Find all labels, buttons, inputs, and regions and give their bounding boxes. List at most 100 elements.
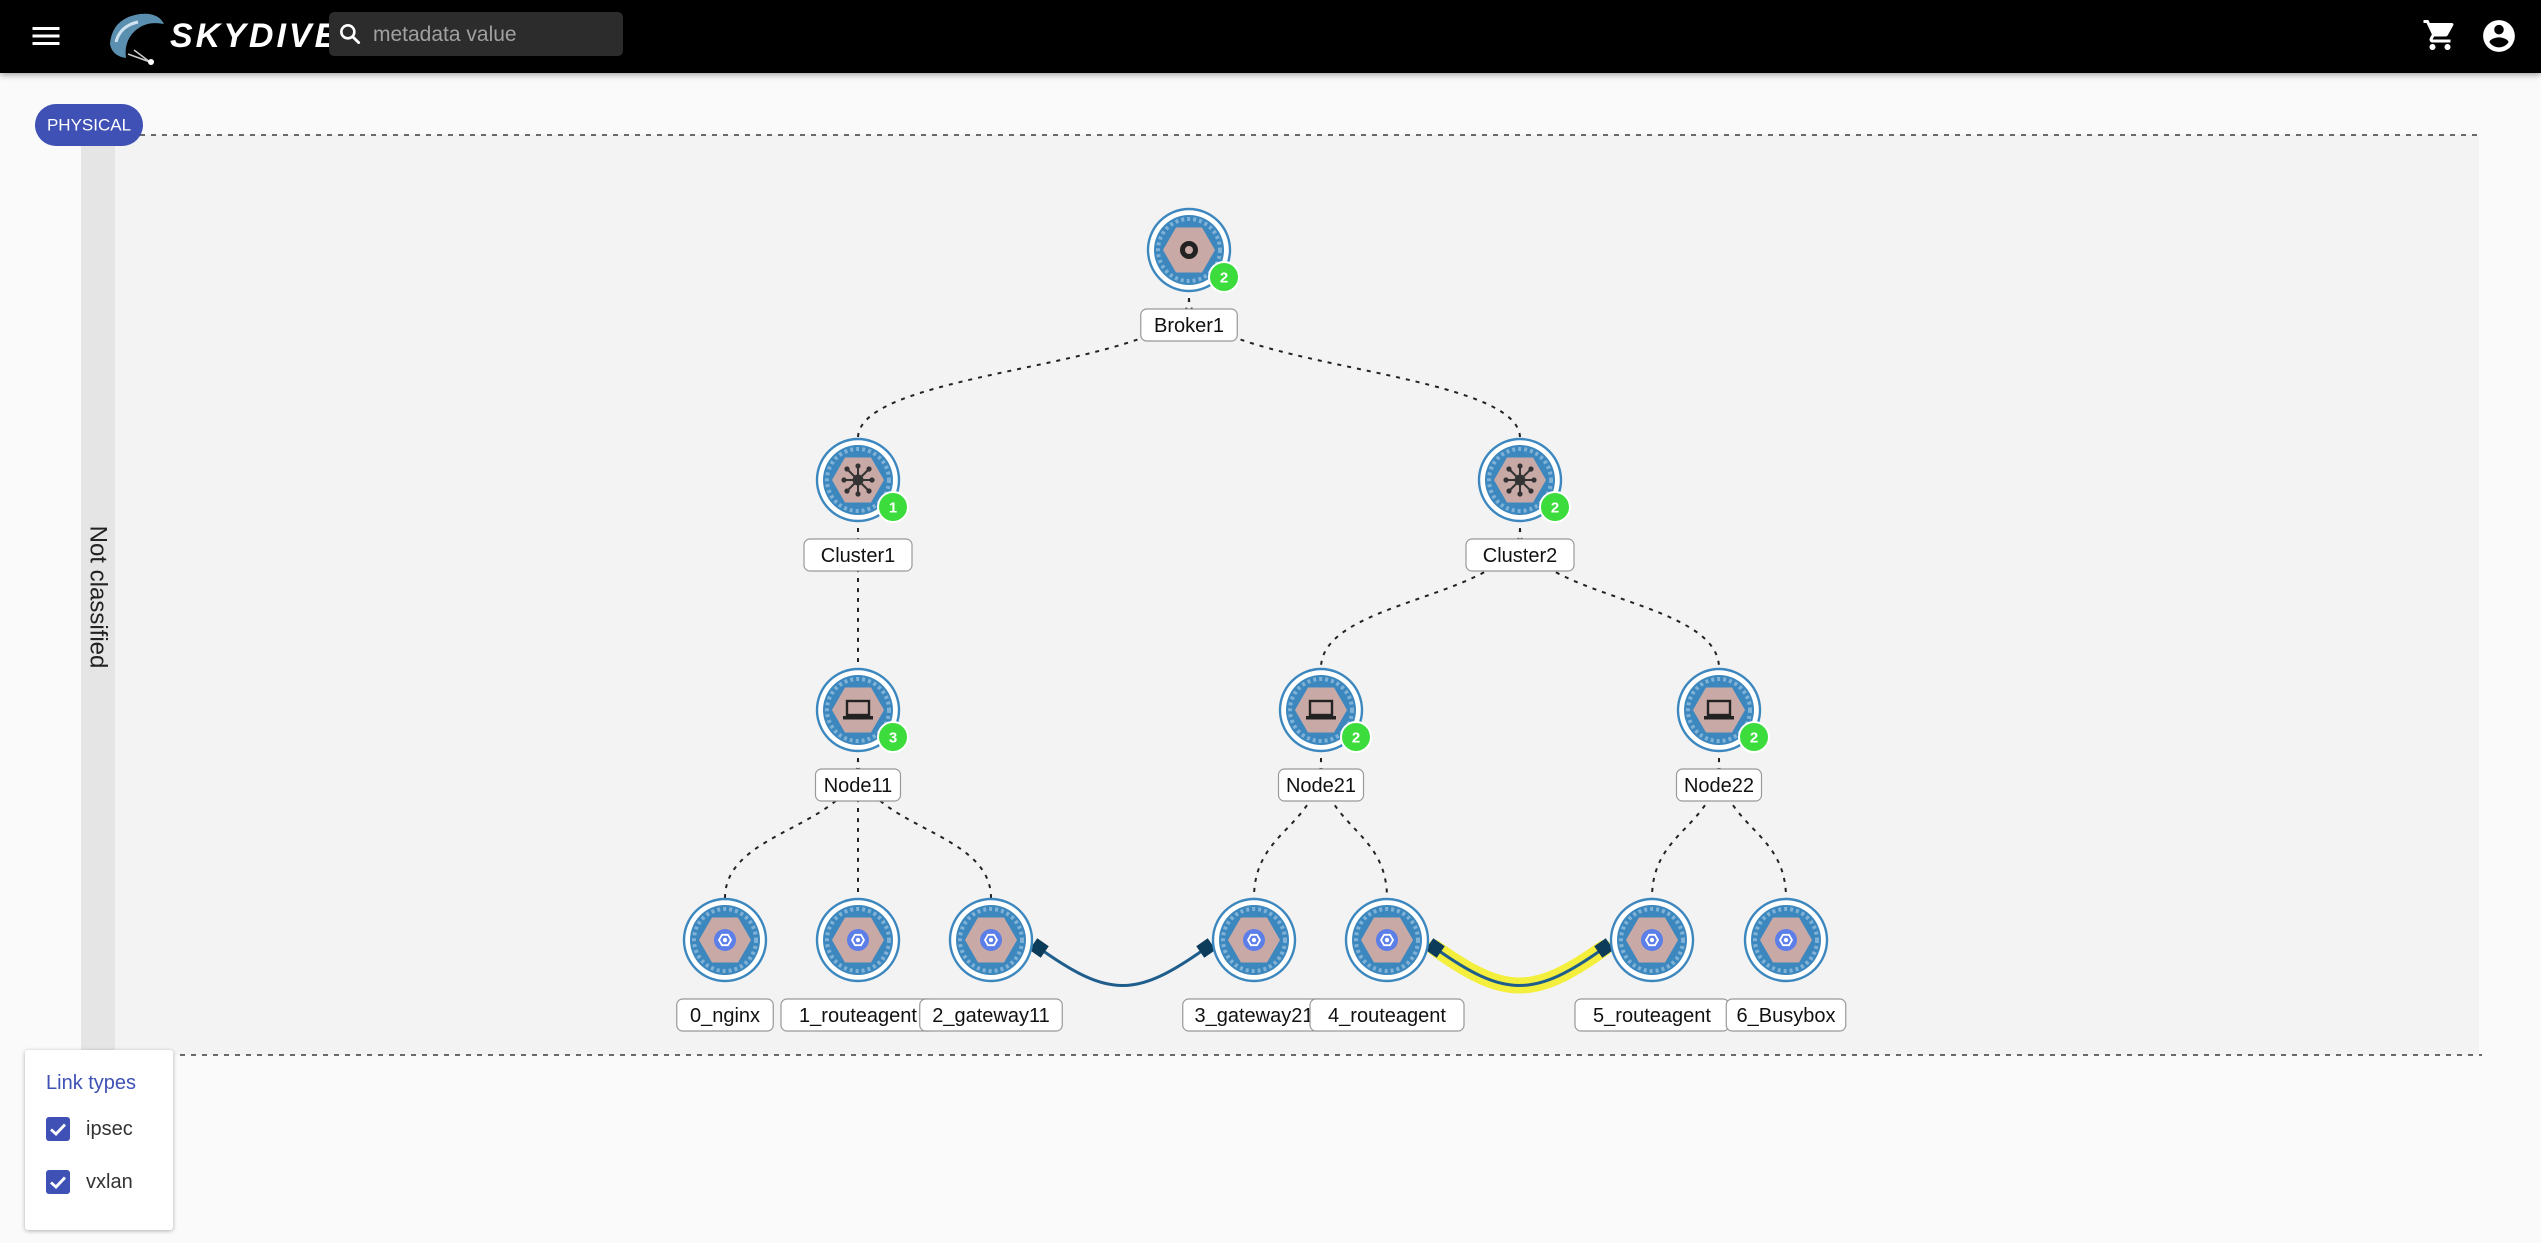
node-dotted-ring — [692, 907, 758, 973]
laptop-icon — [1306, 699, 1336, 720]
node-label: Cluster1 — [821, 545, 895, 567]
pod-icon — [1376, 929, 1398, 951]
ipsec-checkbox[interactable] — [46, 1117, 70, 1141]
tunnel-link-ipsec[interactable] — [1029, 938, 1216, 987]
vxlan-label: vxlan — [86, 1171, 133, 1193]
node-dotted-ring — [1354, 907, 1420, 973]
node-hexagon — [832, 687, 884, 733]
node-badge: 2 — [1539, 491, 1571, 523]
node-badge: 1 — [877, 491, 909, 523]
app-name: SKYDIVE — [170, 17, 341, 55]
node-dotted-ring — [1686, 677, 1752, 743]
pod-icon — [1775, 929, 1797, 951]
top-app-bar: SKYDIVE — [0, 0, 2541, 73]
node-label-box: 6_Busybox — [1725, 998, 1847, 1032]
badge-count: 3 — [889, 730, 897, 747]
disc-icon — [1180, 241, 1198, 259]
node-hexagon — [1295, 687, 1347, 733]
skydive-logo-icon[interactable] — [104, 4, 304, 68]
tunnel-endpoint — [1594, 938, 1614, 958]
physical-layer-area — [115, 135, 2479, 1055]
tunnel-endpoint — [1029, 938, 1049, 958]
node-label: Node22 — [1684, 775, 1754, 797]
node-badge: 2 — [1208, 261, 1240, 293]
badge-count: 2 — [1220, 270, 1228, 287]
graph-nodes[interactable]: 2Broker11Cluster12Cluster23Node112Node21… — [676, 207, 1847, 1032]
graph-node-p2[interactable]: 2_gateway11 — [919, 897, 1063, 1032]
search-icon — [340, 24, 361, 45]
node-dotted-ring — [1487, 447, 1553, 513]
cart-icon[interactable] — [2422, 17, 2458, 53]
tunnel-links[interactable] — [1029, 938, 1614, 994]
badge-count: 2 — [1551, 500, 1559, 517]
pod-icon — [847, 929, 869, 951]
network-hub-icon — [1503, 463, 1537, 497]
tunnel-path — [1038, 946, 1207, 987]
layer-label: PHYSICAL — [47, 116, 131, 135]
pod-icon — [980, 929, 1002, 951]
ownership-edge-node11-p2 — [857, 757, 992, 899]
node-dotted-ring — [825, 907, 891, 973]
node-label-box: Node21 — [1277, 768, 1365, 802]
node-hexagon — [1693, 687, 1745, 733]
node-label: 4_routeagent — [1328, 1005, 1446, 1027]
laptop-icon — [843, 699, 873, 720]
pod-icon — [1243, 929, 1265, 951]
account-icon[interactable] — [2480, 17, 2518, 55]
menu-icon[interactable] — [28, 18, 64, 54]
tunnel-endpoint — [1425, 938, 1445, 958]
node-label: 6_Busybox — [1737, 1005, 1836, 1027]
graph-node-p1[interactable]: 1_routeagent — [780, 897, 936, 1032]
node-dotted-ring — [825, 677, 891, 743]
node-badge: 2 — [1340, 721, 1372, 753]
node-badge: 3 — [877, 721, 909, 753]
laptop-icon — [1704, 699, 1734, 720]
node-dotted-ring — [1753, 907, 1819, 973]
legend-title: Link types — [46, 1072, 137, 1094]
node-label-box: Node22 — [1675, 768, 1763, 802]
node-label-box: 4_routeagent — [1309, 998, 1465, 1032]
node-label: Node21 — [1286, 775, 1356, 797]
node-label: Cluster2 — [1483, 545, 1557, 567]
graph-node-p0[interactable]: 0_nginx — [676, 897, 774, 1032]
search-bar — [329, 12, 623, 58]
node-label: 1_routeagent — [799, 1005, 917, 1027]
check-icon — [50, 1123, 67, 1136]
node-label: 3_gateway21 — [1195, 1005, 1314, 1027]
search-input[interactable] — [371, 12, 615, 58]
badge-count: 1 — [889, 500, 897, 517]
node-label: Broker1 — [1154, 315, 1224, 337]
group-label: Not classified — [85, 526, 112, 669]
node-dotted-ring — [825, 447, 891, 513]
ownership-edge-cluster2-node22 — [1519, 527, 1720, 669]
graph-node-p5[interactable]: 5_routeagent — [1574, 897, 1730, 1032]
node-label: 2_gateway11 — [932, 1005, 1050, 1027]
graph-node-p3[interactable]: 3_gateway21 — [1182, 897, 1326, 1032]
node-label: Node11 — [824, 775, 893, 797]
graph-node-p4[interactable]: 4_routeagent — [1309, 897, 1465, 1032]
node-dotted-ring — [1619, 907, 1685, 973]
tunnel-link-vxlan[interactable] — [1425, 938, 1614, 994]
network-hub-icon — [841, 463, 875, 497]
ownership-edge-cluster2-node21 — [1320, 527, 1521, 669]
node-dotted-ring — [958, 907, 1024, 973]
check-icon — [50, 1176, 67, 1189]
node-label-box: 5_routeagent — [1574, 998, 1730, 1032]
node-label-box: 3_gateway21 — [1182, 998, 1326, 1032]
topology-graph[interactable]: Not classified PHYSICAL 2Broker11Cluster… — [0, 73, 2541, 1243]
vxlan-checkbox[interactable] — [46, 1170, 70, 1194]
node-label-box: Broker1 — [1140, 308, 1238, 342]
graph-node-p6[interactable]: 6_Busybox — [1725, 897, 1847, 1032]
layer-pill[interactable]: PHYSICAL — [35, 104, 143, 146]
node-label-box: 1_routeagent — [780, 998, 936, 1032]
ipsec-label: ipsec — [86, 1118, 133, 1140]
node-label: 5_routeagent — [1593, 1005, 1711, 1027]
node-label: 0_nginx — [690, 1005, 760, 1027]
node-label-box: 0_nginx — [676, 998, 774, 1032]
